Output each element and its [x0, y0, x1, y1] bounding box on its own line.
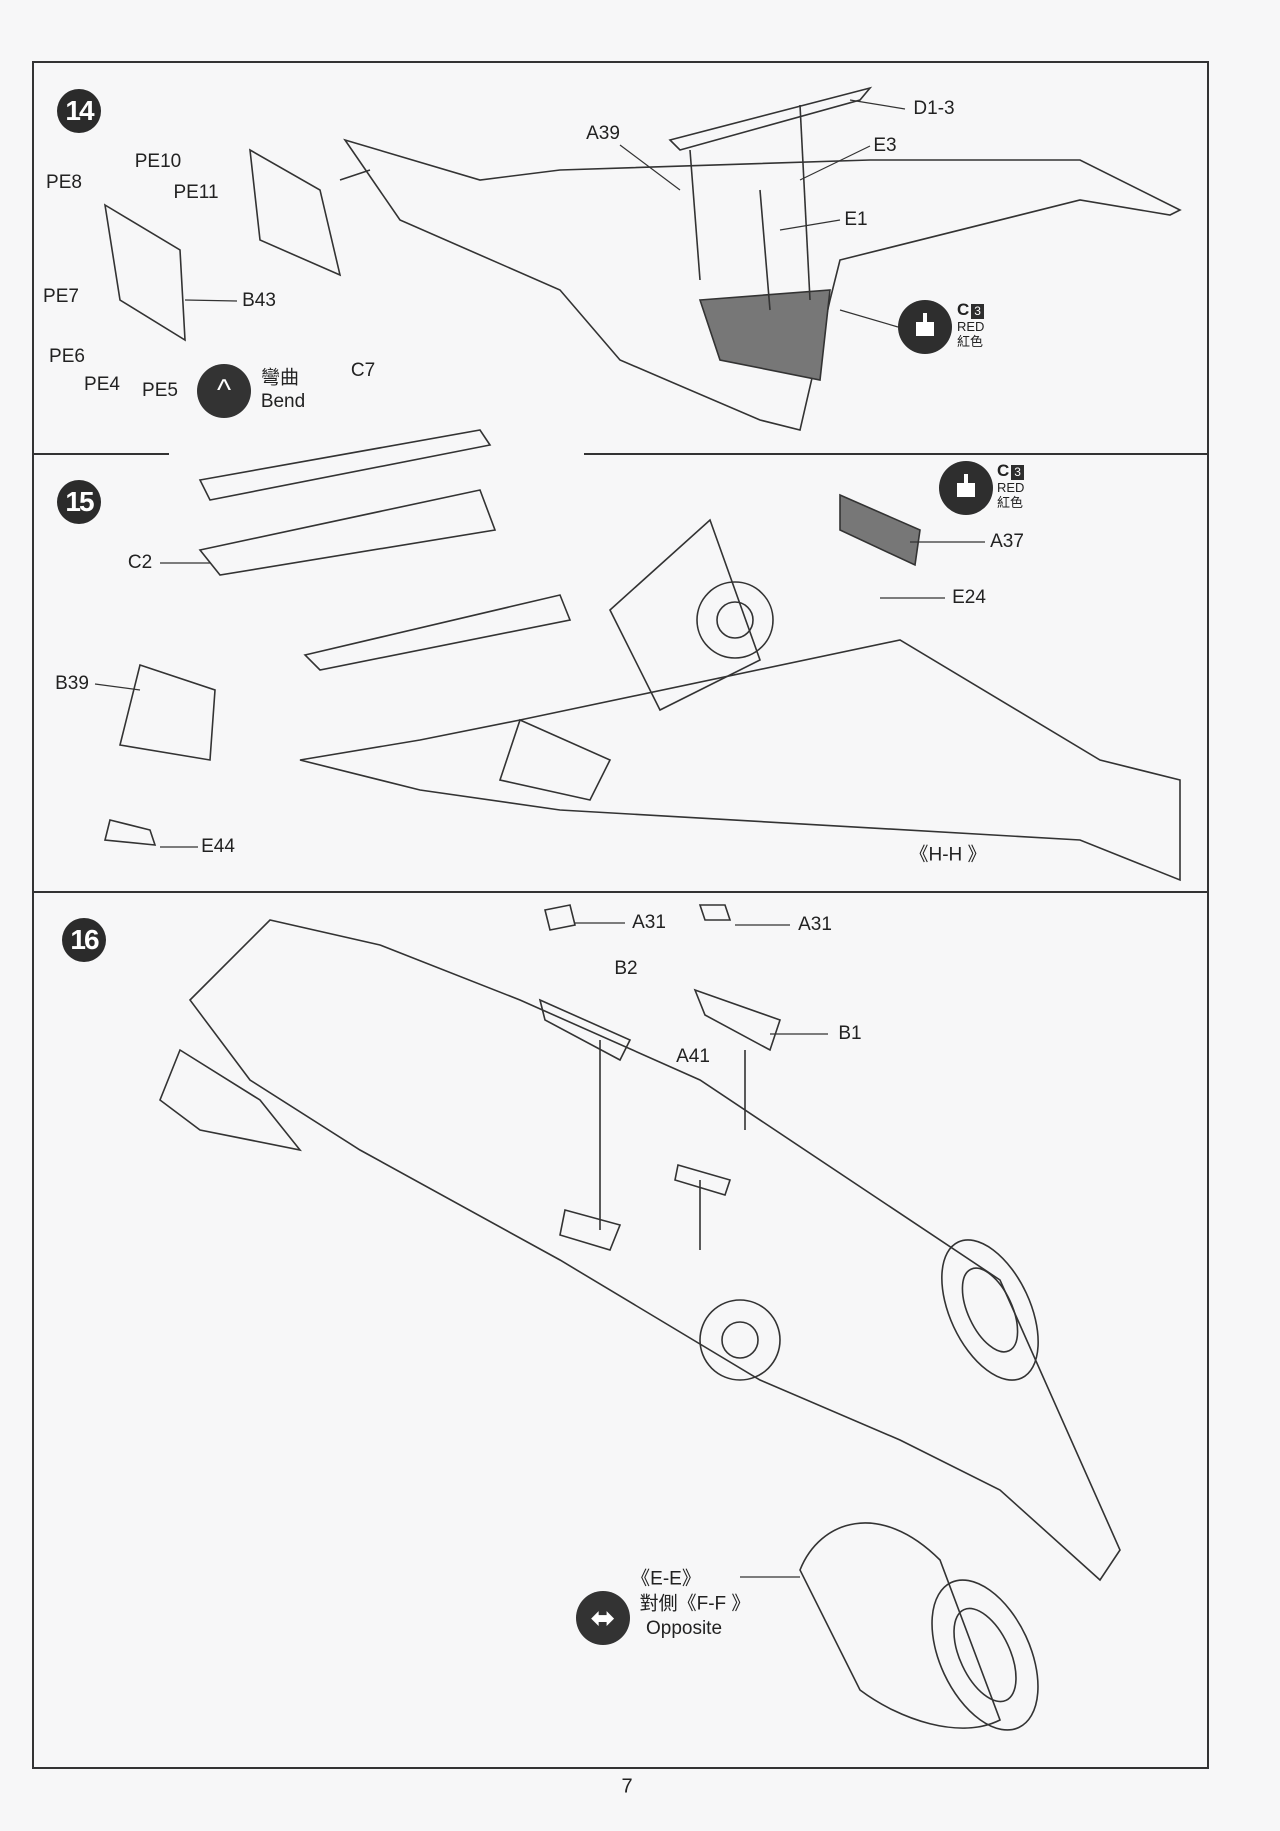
view-label: 《E-E》 — [631, 1568, 701, 1590]
step15-assembly — [103, 429, 1181, 882]
bend-icon: ^ — [197, 364, 251, 418]
paint-brush-icon — [939, 461, 993, 515]
divider — [584, 453, 1209, 455]
part-label: B43 — [242, 290, 276, 311]
part-label: C2 — [127, 552, 153, 573]
part-label: PE6 — [49, 346, 85, 367]
step-number-15: 15 — [57, 480, 101, 524]
divider — [33, 891, 1209, 893]
part-label: PE10 — [134, 151, 182, 172]
part-label: E1 — [844, 209, 868, 230]
part-label: PE11 — [173, 182, 219, 203]
opposite-zh: 對側《F-F 》 — [639, 1593, 751, 1615]
part-label: A37 — [990, 531, 1024, 552]
part-label: A41 — [676, 1046, 710, 1067]
part-label: D1-3 — [913, 98, 955, 119]
part-label: PE5 — [142, 380, 178, 401]
bend-en: Bend — [260, 391, 306, 412]
paint-code: C — [957, 300, 970, 319]
divider — [33, 453, 169, 455]
leader-lines — [94, 99, 985, 1578]
paint-color-en: RED — [997, 480, 1025, 495]
view-label: 《H-H 》 — [909, 844, 987, 866]
part-label: B39 — [55, 673, 89, 694]
part-label: A31 — [632, 912, 666, 933]
paint-color-zh: 紅色 — [997, 495, 1024, 510]
step-number-14: 14 — [57, 89, 101, 133]
paint-color-zh: 紅色 — [957, 334, 984, 349]
paint-brush-icon — [898, 300, 952, 354]
part-label: A39 — [586, 123, 620, 144]
paint-number: 3 — [1011, 465, 1024, 480]
step16-fuselage — [159, 904, 1121, 1731]
step14-fuselage — [103, 86, 1182, 431]
opposite-arrow-icon: ⬌ — [576, 1591, 630, 1645]
instruction-frame — [32, 61, 1209, 1769]
opposite-en: Opposite — [645, 1618, 723, 1639]
part-label: PE7 — [43, 286, 79, 307]
part-label: E3 — [873, 135, 897, 156]
page-number: 7 — [621, 1775, 633, 1798]
part-label: PE8 — [46, 172, 82, 193]
part-label: E44 — [201, 836, 235, 857]
part-label: E24 — [952, 587, 986, 608]
part-label: A31 — [798, 914, 832, 935]
bend-zh: 彎曲 — [260, 367, 300, 389]
paint-code: C — [997, 461, 1010, 480]
step-number-16: 16 — [62, 918, 106, 962]
part-label: B1 — [838, 1023, 862, 1044]
paint-color-en: RED — [957, 319, 985, 334]
part-label: C7 — [350, 360, 376, 381]
part-label: PE4 — [84, 374, 120, 395]
paint-number: 3 — [971, 304, 984, 319]
part-label: B2 — [614, 958, 638, 979]
